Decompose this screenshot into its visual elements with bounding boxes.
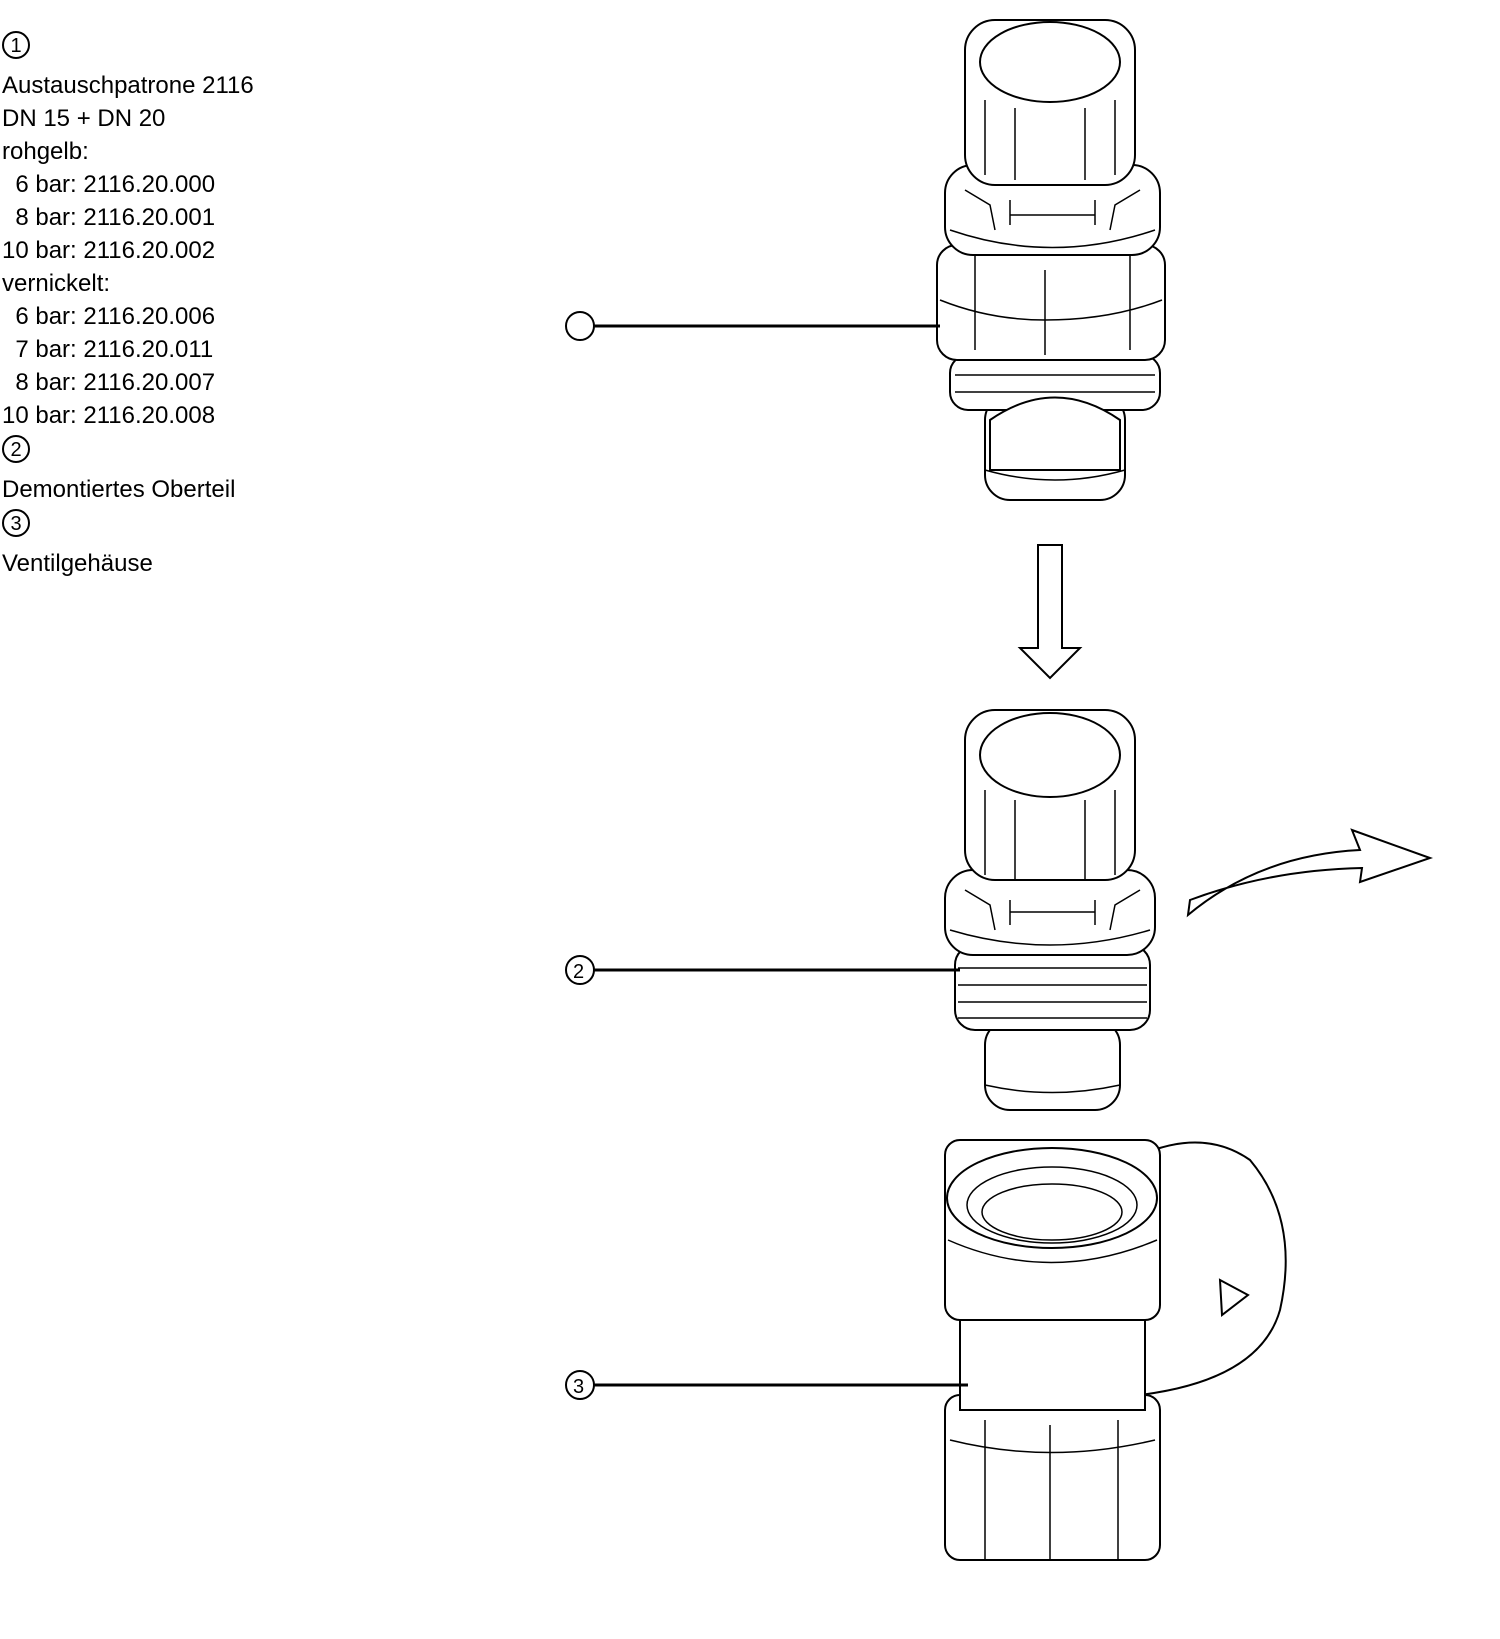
callout-2: 2: [565, 955, 960, 985]
legend-line: DN 15 + DN 20: [2, 105, 166, 132]
legend-line: 7 bar: 2116.20.011: [2, 336, 214, 363]
replacement-cartridge: [936, 19, 1166, 501]
arrow-down-icon: [1017, 544, 1083, 680]
legend-line: 10 bar: 2116.20.008: [2, 402, 216, 429]
legend-line: Ventilgehäuse: [2, 550, 153, 577]
callout-3: 3: [565, 1370, 968, 1400]
legend-line: vernickelt:: [2, 270, 111, 297]
legend-line: 6 bar: 2116.20.000: [2, 171, 216, 198]
legend-line: 8 bar: 2116.20.001: [2, 204, 216, 231]
callout-number-3: 3: [2, 509, 30, 537]
removed-upper-part: [944, 709, 1156, 1111]
callout-1: [565, 311, 940, 341]
valve-body: [944, 1139, 1287, 1561]
legend: 1 Austauschpatrone 2116 DN 15 + DN 20 ro…: [2, 28, 254, 580]
legend-line: 10 bar: 2116.20.002: [2, 237, 216, 264]
callout-number-1: 1: [2, 31, 30, 59]
rotate-arrow-icon: [1186, 828, 1434, 918]
callout-3-label: 3: [573, 1376, 584, 1398]
legend-line: 8 bar: 2116.20.007: [2, 369, 216, 396]
legend-line: rohgelb:: [2, 138, 89, 165]
legend-line: Demontiertes Oberteil: [2, 476, 236, 503]
legend-line: Austauschpatrone 2116: [2, 72, 254, 99]
legend-line: 6 bar: 2116.20.006: [2, 303, 216, 330]
callout-number-2: 2: [2, 435, 30, 463]
callout-2-label: 2: [573, 961, 584, 983]
